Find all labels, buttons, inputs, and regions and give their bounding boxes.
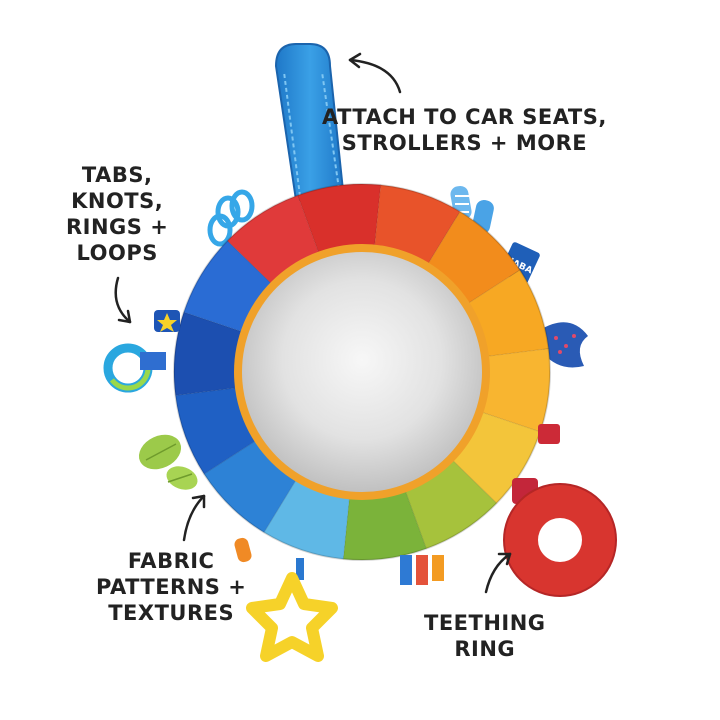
bottom-tabs[interactable] [233, 537, 444, 585]
callout-tabs-line-1: TABS, [81, 163, 153, 187]
fabric-leaves[interactable] [133, 428, 200, 494]
callout-fabric: FABRIC PATTERNS + TEXTURES [96, 548, 246, 626]
mirror [242, 252, 482, 492]
callout-teething-line-2: RING [454, 637, 516, 661]
arrow-tabs [114, 276, 132, 324]
callout-teething: TEETHING RING [424, 610, 546, 662]
callout-tabs-line-4: LOOPS [76, 241, 158, 265]
callout-attach: ATTACH TO CAR SEATS, STROLLERS + MORE [322, 104, 607, 156]
arrow-teeth [484, 552, 512, 594]
hanging-strap[interactable] [274, 43, 346, 201]
callout-fabric-line-3: TEXTURES [108, 601, 235, 625]
side-tab[interactable] [538, 424, 560, 444]
callout-tabs: TABS, KNOTS, RINGS + LOOPS [66, 162, 168, 266]
callout-attach-line-2: STROLLERS + MORE [341, 131, 588, 155]
fabric-knot[interactable] [540, 322, 588, 368]
plastic-ring[interactable] [103, 343, 166, 393]
star-teether[interactable] [246, 558, 338, 662]
ring-rim [173, 183, 551, 561]
ring-segments [173, 183, 551, 561]
callout-fabric-line-2: PATTERNS + [96, 575, 247, 599]
fabric-loops[interactable] [207, 189, 255, 247]
callout-tabs-line-3: RINGS + [66, 215, 169, 239]
callout-teething-line-1: TEETHING [424, 611, 546, 635]
arrow-fabric [182, 494, 206, 542]
callout-arrows [114, 52, 512, 594]
callout-tabs-line-2: KNOTS, [71, 189, 164, 213]
teething-ring[interactable] [503, 478, 617, 597]
arrow-attach [348, 58, 402, 94]
callout-fabric-line-1: FABRIC [127, 549, 215, 573]
star-patch [154, 310, 180, 332]
callout-attach-line-1: ATTACH TO CAR SEATS, [322, 105, 607, 129]
